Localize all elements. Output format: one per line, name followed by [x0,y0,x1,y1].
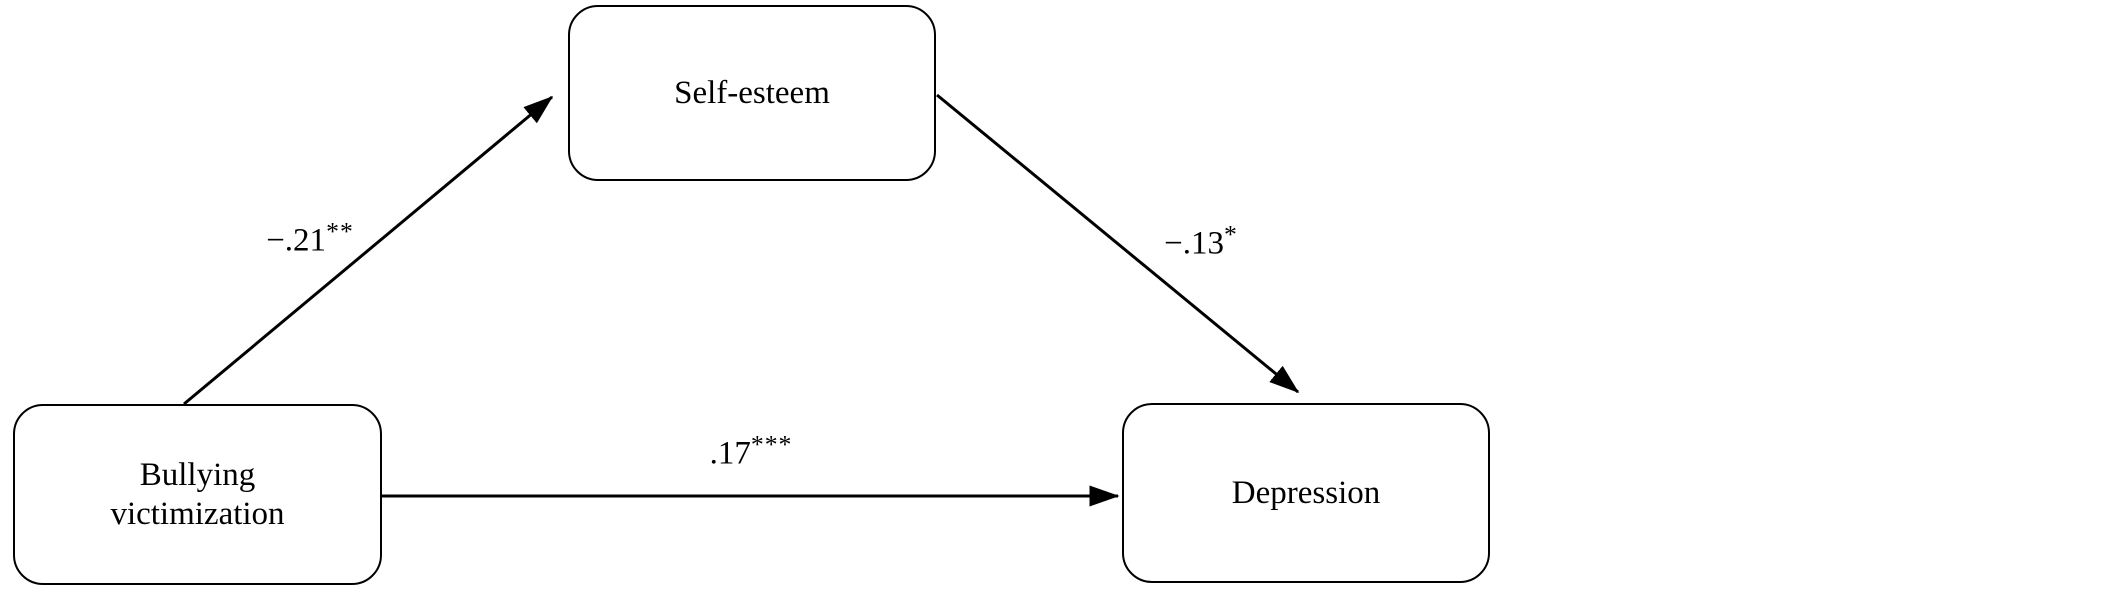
coefficient-value: −.13 [1164,225,1224,262]
coefficient-value: .17 [709,435,751,472]
node-bullying-victimization: Bullying victimization [13,404,382,585]
node-bullying-victimization-label: Bullying victimization [110,456,285,532]
path-coefficient-bullying-to-self-esteem: −.21** [266,217,354,260]
significance-stars: * [1224,219,1238,249]
significance-stars: ** [326,216,354,246]
node-self-esteem: Self-esteem [568,5,936,181]
path-coefficient-bullying-to-depression: .17*** [710,430,793,473]
node-self-esteem-label: Self-esteem [674,74,830,111]
path-arrow-bullying-to-self-esteem [183,95,554,406]
coefficient-value: −.21 [266,222,327,259]
significance-stars: *** [750,429,793,459]
path-coefficient-self-esteem-to-depression: −.13* [1164,220,1238,263]
node-depression: Depression [1122,403,1490,583]
path-arrow-self-esteem-to-depression [936,93,1300,394]
node-depression-label: Depression [1231,474,1381,511]
